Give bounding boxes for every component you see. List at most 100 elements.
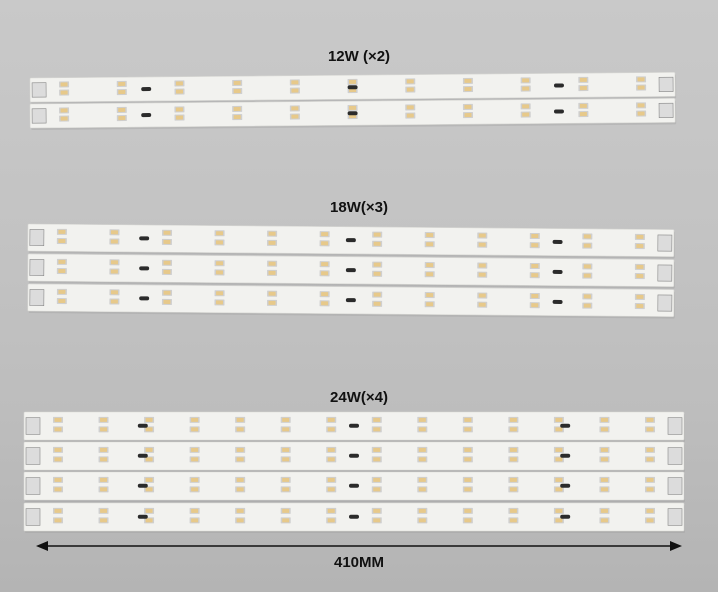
led-chip — [327, 508, 335, 513]
led-chip — [509, 457, 517, 462]
led-chip — [118, 107, 126, 112]
led-chip — [636, 244, 644, 249]
strip-connector-left — [31, 82, 47, 98]
led-strip — [23, 471, 685, 502]
led-chip — [191, 417, 199, 422]
led-chip — [54, 447, 62, 452]
led-chip — [637, 103, 645, 108]
led-chip — [60, 82, 68, 87]
led-chip — [145, 447, 153, 452]
mounting-slot — [137, 423, 148, 428]
strip-connector-left — [25, 508, 41, 526]
led-chip — [60, 108, 68, 113]
led-chip — [373, 292, 381, 297]
led-chip — [327, 457, 335, 462]
led-chip — [579, 112, 587, 117]
led-chip — [163, 269, 171, 274]
led-chip — [636, 264, 644, 269]
led-chip — [191, 457, 199, 462]
led-chip — [522, 78, 530, 83]
led-chip — [236, 417, 244, 422]
led-chip — [579, 103, 587, 108]
led-chip — [600, 477, 608, 482]
led-chip — [373, 518, 381, 523]
led-chip — [145, 518, 153, 523]
led-chip — [118, 90, 126, 95]
led-chip — [349, 105, 357, 110]
led-chip — [426, 263, 434, 268]
led-chip — [636, 274, 644, 279]
led-chip — [418, 487, 426, 492]
led-chip — [531, 303, 539, 308]
mounting-slot — [345, 268, 356, 273]
led-chip — [555, 457, 563, 462]
led-chip — [327, 518, 335, 523]
strip-connector-left — [29, 229, 45, 247]
led-chip — [637, 77, 645, 82]
led-chip — [426, 242, 434, 247]
led-chip — [406, 105, 414, 110]
led-chip — [406, 113, 414, 118]
led-chip — [118, 116, 126, 121]
led-chip — [54, 427, 62, 432]
led-chip — [327, 477, 335, 482]
mounting-slot — [137, 483, 148, 488]
strip-connector-left — [25, 417, 41, 435]
led-chip — [531, 243, 539, 248]
led-strip — [23, 411, 685, 442]
led-chip — [236, 508, 244, 513]
led-chip — [522, 86, 530, 91]
led-chip — [216, 291, 224, 296]
led-chip — [282, 457, 290, 462]
led-chip — [176, 115, 184, 120]
led-chip — [509, 427, 517, 432]
strip-connector-right — [667, 477, 683, 495]
led-chip — [176, 89, 184, 94]
led-chip — [100, 427, 108, 432]
led-chip — [58, 299, 66, 304]
led-chip — [522, 112, 530, 117]
led-chip — [163, 230, 171, 235]
strip-connector-right — [657, 294, 673, 312]
led-chip — [509, 417, 517, 422]
led-chip — [531, 293, 539, 299]
mounting-slot — [560, 453, 571, 458]
strip-connector-right — [667, 417, 683, 435]
led-chip — [110, 290, 118, 295]
group-label-12w: 12W (×2) — [327, 48, 391, 65]
led-chip — [327, 487, 335, 492]
led-chip — [406, 79, 414, 84]
led-chip — [268, 231, 276, 236]
led-chip — [478, 293, 486, 298]
led-chip — [509, 518, 517, 523]
led-chip — [282, 508, 290, 513]
led-chip — [373, 508, 381, 513]
strip-connector-left — [25, 477, 41, 495]
led-chip — [509, 487, 517, 492]
led-chip — [583, 243, 591, 248]
led-chip — [175, 81, 183, 86]
led-chip — [646, 477, 654, 482]
dimension-label: 410MM — [333, 554, 385, 571]
led-chip — [522, 104, 530, 109]
led-chip — [464, 113, 472, 118]
led-chip — [233, 89, 241, 94]
led-chip — [531, 233, 539, 239]
led-chip — [555, 487, 563, 492]
led-chip — [58, 289, 66, 294]
led-chip — [145, 508, 153, 513]
led-chip — [145, 477, 153, 482]
led-chip — [100, 477, 108, 482]
led-chip — [637, 111, 645, 116]
led-chip — [464, 487, 472, 492]
led-chip — [110, 230, 118, 235]
led-chip — [163, 260, 171, 265]
mounting-slot — [137, 514, 148, 519]
led-chip — [145, 427, 153, 432]
led-chip — [282, 477, 290, 482]
led-chip — [600, 447, 608, 452]
led-chip — [282, 427, 290, 432]
mounting-slot — [345, 238, 356, 243]
mounting-slot — [139, 296, 150, 301]
led-chip — [373, 232, 381, 237]
